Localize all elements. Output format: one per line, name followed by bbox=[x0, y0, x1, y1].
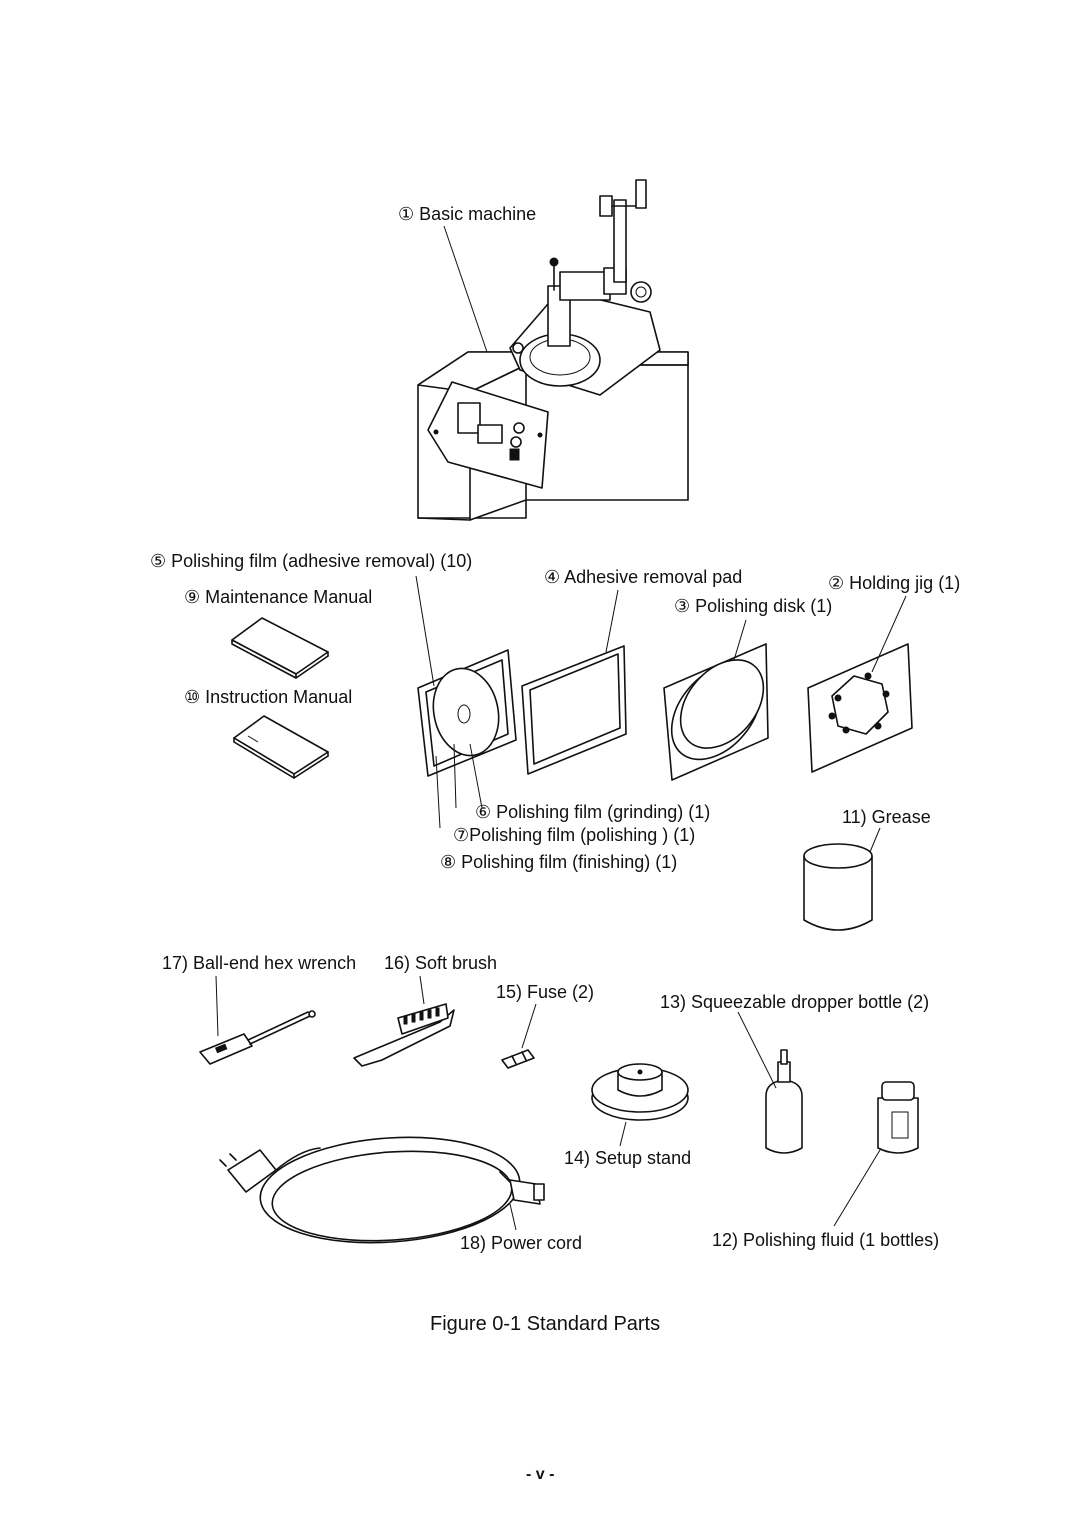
label-adhesive-removal-pad: ④ Adhesive removal pad bbox=[544, 567, 743, 587]
label-fuse: 15) Fuse (2) bbox=[496, 982, 595, 1002]
label-ball-end-hex-wrench: 17) Ball-end hex wrench bbox=[162, 953, 357, 973]
dropper-bottle-drawing bbox=[765, 1049, 803, 1154]
label-holding-jig: ② Holding jig (1) bbox=[828, 573, 961, 593]
label-basic-machine: ① Basic machine bbox=[398, 204, 537, 224]
label-grease: 11) Grease bbox=[842, 807, 931, 827]
leader-lines bbox=[215, 225, 907, 1231]
label-polishing-film-adhesive-removal: ⑤ Polishing film (adhesive removal) (10) bbox=[150, 551, 473, 571]
label-power-cord: 18) Power cord bbox=[460, 1233, 583, 1253]
label-polishing-fluid: 12) Polishing fluid (1 bottles) bbox=[712, 1230, 940, 1250]
polishing-disk-drawing bbox=[663, 643, 769, 781]
instruction-manual-drawing bbox=[233, 715, 329, 779]
setup-stand-drawing bbox=[591, 1063, 689, 1121]
figure-caption: Figure 0-1 Standard Parts bbox=[430, 1313, 661, 1335]
label-polishing-disk: ③ Polishing disk (1) bbox=[674, 596, 833, 616]
fuse-drawing bbox=[501, 1049, 535, 1069]
label-polishing-film-finishing: ⑧ Polishing film (finishing) (1) bbox=[440, 852, 678, 872]
page-number: - v - bbox=[526, 1466, 555, 1483]
maintenance-manual-drawing bbox=[231, 617, 329, 679]
polishing-film-frame-drawing bbox=[417, 649, 517, 777]
adhesive-removal-pad-drawing bbox=[521, 645, 627, 775]
grease-jar-drawing bbox=[803, 843, 873, 931]
holding-jig-drawing bbox=[807, 643, 913, 773]
power-cord-drawing bbox=[219, 1136, 545, 1244]
label-maintenance-manual: ⑨ Maintenance Manual bbox=[184, 587, 373, 607]
polishing-fluid-bottle-drawing bbox=[877, 1081, 919, 1154]
hex-wrench-drawing bbox=[199, 1010, 316, 1065]
label-soft-brush: 16) Soft brush bbox=[384, 953, 498, 973]
basic-machine-drawing bbox=[417, 179, 689, 521]
label-polishing-film-polishing: ⑦Polishing film (polishing ) (1) bbox=[453, 825, 696, 845]
label-instruction-manual: ⑩ Instruction Manual bbox=[184, 687, 353, 707]
label-squeezable-dropper-bottle: 13) Squeezable dropper bottle (2) bbox=[660, 992, 930, 1012]
soft-brush-drawing bbox=[353, 1003, 455, 1067]
label-polishing-film-grinding: ⑥ Polishing film (grinding) (1) bbox=[475, 802, 711, 822]
label-setup-stand: 14) Setup stand bbox=[564, 1148, 692, 1168]
